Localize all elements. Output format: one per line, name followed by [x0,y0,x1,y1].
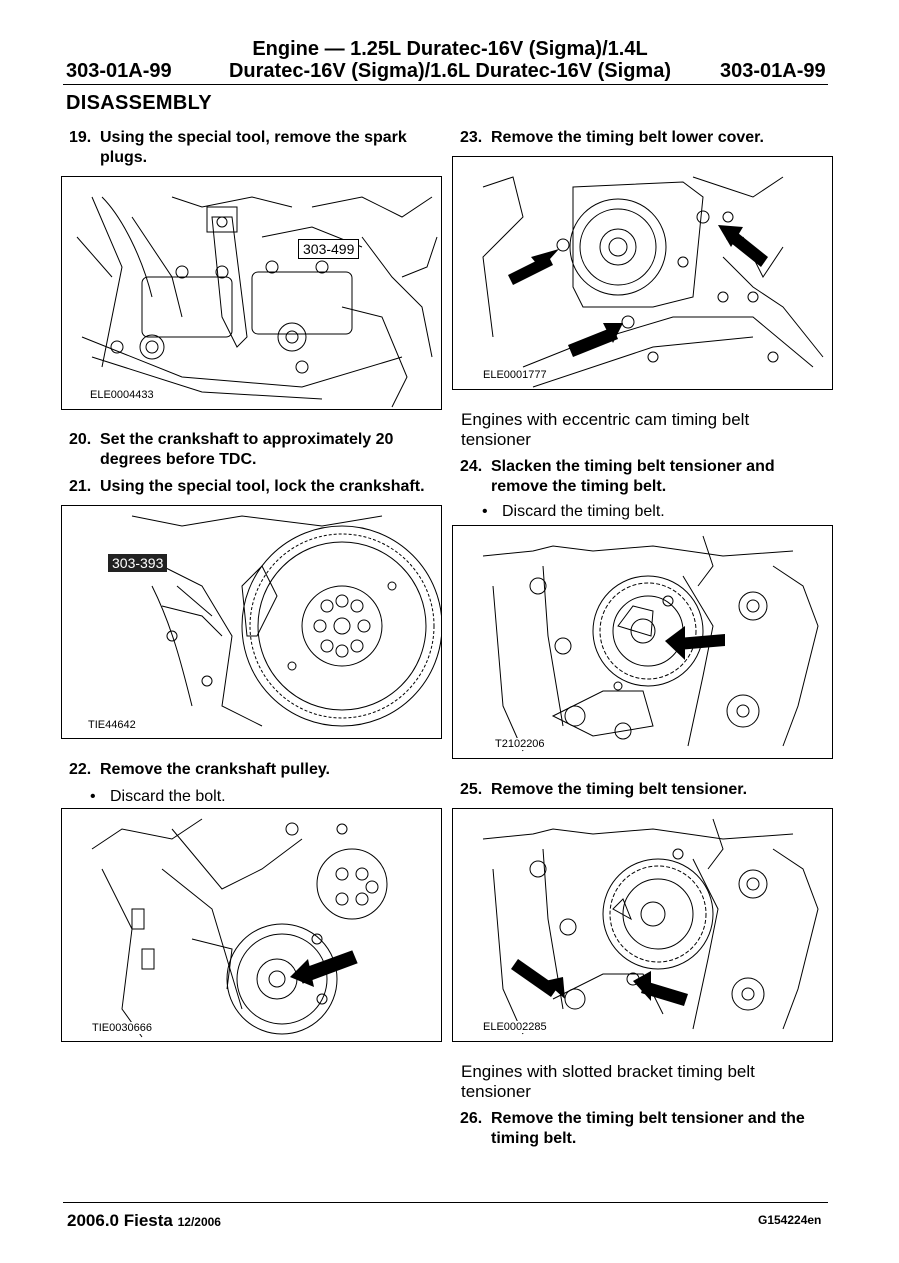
figure-drawing [91,818,388,1038]
figure-code: ELE0004433 [88,389,156,401]
bullet-22: • Discard the bolt. [90,788,390,810]
figure-drawing [482,176,824,388]
header-code-left: 303-01A-99 [66,60,172,82]
figure-drawing [482,535,819,752]
section-title: DISASSEMBLY [66,92,212,114]
step-text: timing belt. [491,1130,577,1147]
step-20: 20. Set the crankshaft to approximately … [69,430,439,472]
step-22: 22. Remove the crankshaft pulley. [69,760,439,782]
step-text: Using the special tool, remove the spark [100,129,407,146]
figure-drawing [76,196,438,408]
figure-code: TIE0030666 [90,1022,154,1034]
figure-crankshaft-pulley: TIE0030666 [61,808,442,1042]
figure-crankshaft-lock: 303-393 TIE44642 [61,505,442,739]
step-number: 19. [69,129,92,146]
step-text: degrees before TDC. [100,451,257,468]
footer-rule [63,1202,828,1203]
footer-model-name: 2006.0 Fiesta [67,1211,173,1230]
step-19: 19. Using the special tool, remove the s… [69,128,439,170]
step-number: 23. [460,129,483,146]
figure-eccentric-tensioner: T2102206 [452,525,833,759]
footer-date: 12/2006 [177,1215,221,1229]
figure-code: T2102206 [493,738,547,750]
step-text: plugs. [100,149,148,166]
step-text: Using the special tool, lock the cranksh… [100,478,425,495]
step-text: Remove the crankshaft pulley. [100,761,330,778]
figure-spark-plug-removal: 303-499 ELE0004433 [61,176,442,410]
step-23: 23. Remove the timing belt lower cover. [460,128,830,150]
tool-label-303-393: 303-393 [108,554,168,572]
figure-code: TIE44642 [86,719,138,731]
bullet-text: Discard the timing belt. [502,503,665,520]
figure-code: ELE0002285 [481,1021,549,1033]
note-slotted-bracket-tensioner: Engines with slotted bracket timing belt… [461,1062,821,1104]
header-code-right: 303-01A-99 [720,60,826,82]
figure-drawing [482,818,819,1035]
header-title-line2: Duratec-16V (Sigma)/1.6L Duratec-16V (Si… [228,60,671,82]
step-number: 26. [460,1110,483,1127]
figure-code: ELE0001777 [481,369,549,381]
step-text: remove the timing belt. [491,478,667,495]
note-line: tensioner [461,430,531,449]
step-number: 25. [460,781,483,798]
footer-model: 2006.0 Fiesta 12/2006 [67,1211,221,1231]
tool-label-303-499: 303-499 [298,239,360,259]
step-text: Remove the timing belt lower cover. [491,129,764,146]
header-title-line1: Engine — 1.25L Duratec-16V (Sigma)/1.4L [252,38,648,60]
figure-timing-belt-lower-cover: ELE0001777 [452,156,833,390]
step-24: 24. Slacken the timing belt tensioner an… [460,457,830,499]
step-number: 20. [69,431,92,448]
bullet-24: • Discard the timing belt. [482,503,782,525]
step-number: 24. [460,458,483,475]
bullet-glyph: • [90,788,96,805]
bullet-text: Discard the bolt. [110,788,226,805]
step-text: Remove the timing belt tensioner. [491,781,748,798]
step-26: 26. Remove the timing belt tensioner and… [460,1109,830,1151]
step-text: Slacken the timing belt tensioner and [491,458,775,475]
step-text: Remove the timing belt tensioner and the [491,1110,805,1127]
note-line: Engines with slotted bracket timing belt [461,1062,755,1081]
figure-tensioner-removal: ELE0002285 [452,808,833,1042]
bullet-glyph: • [482,503,488,520]
step-number: 21. [69,478,92,495]
step-text: Set the crankshaft to approximately 20 [100,431,394,448]
step-number: 22. [69,761,92,778]
footer-doc-id: G154224en [758,1213,822,1227]
header-rule [63,84,828,85]
note-line: Engines with eccentric cam timing belt [461,410,750,429]
figure-drawing [131,515,441,727]
step-25: 25. Remove the timing belt tensioner. [460,780,830,802]
note-line: tensioner [461,1082,531,1101]
step-21: 21. Using the special tool, lock the cra… [69,477,444,499]
note-eccentric-tensioner: Engines with eccentric cam timing belt t… [461,410,821,452]
